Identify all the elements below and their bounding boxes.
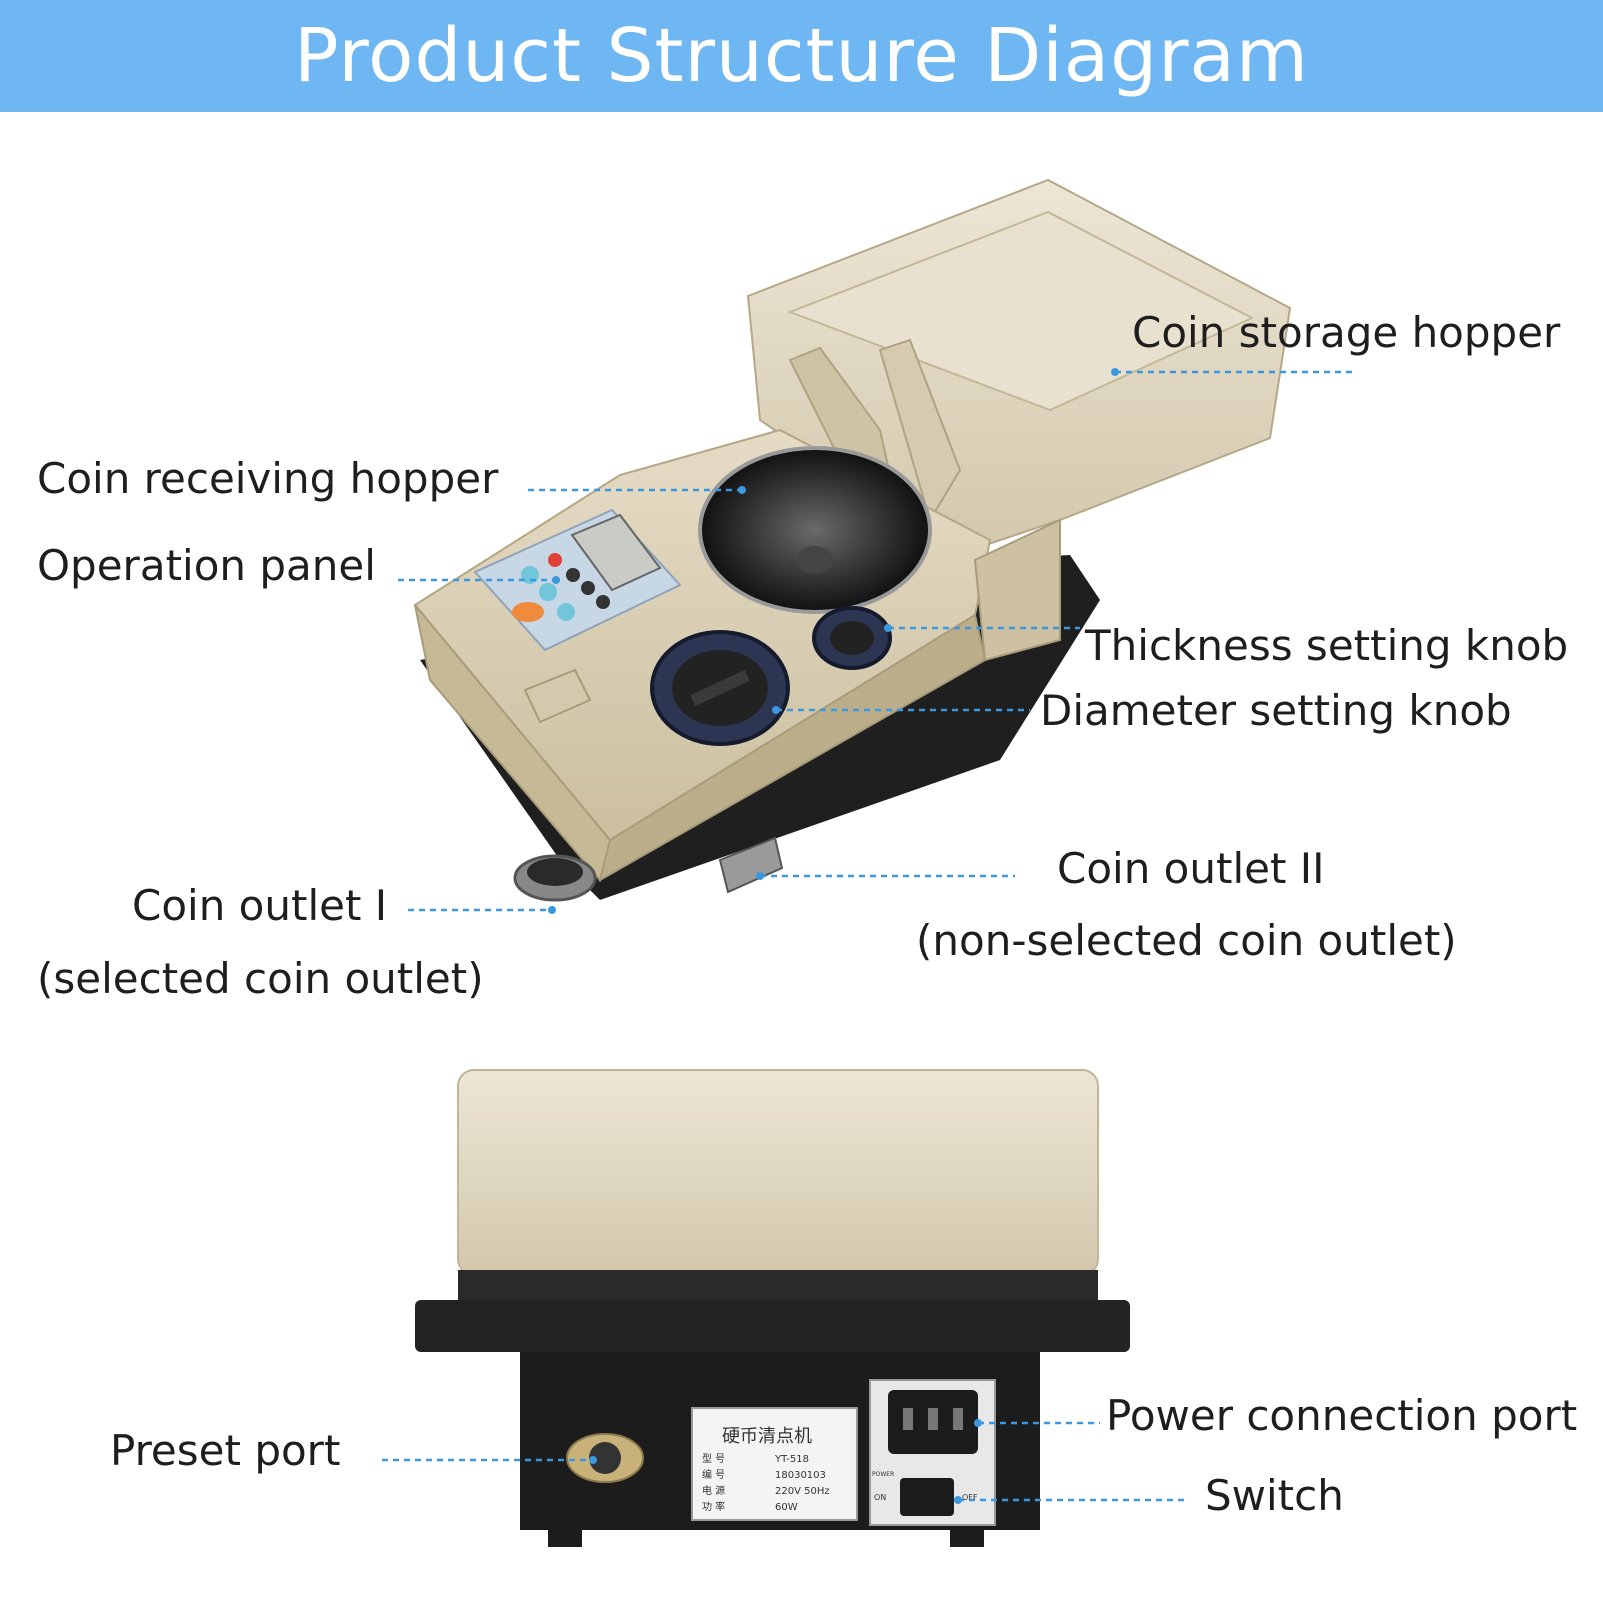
device-label-row-1-val: YT-518	[774, 1454, 809, 1465]
device-marking-text: 硬币清点机 型 号 YT-518 编 号 18030103 电 源 220V 5…	[702, 1426, 978, 1513]
switch-on-mark: ON	[874, 1493, 886, 1502]
label-coin-outlet-1: Coin outlet I	[132, 881, 388, 930]
coin-counter-top-view	[413, 178, 1292, 902]
header-banner: Product Structure Diagram	[0, 0, 1603, 112]
label-coin-outlet-2-sub: (non-selected coin outlet)	[916, 916, 1457, 965]
device-label-row-3-val: 220V 50Hz	[775, 1486, 830, 1497]
lcd-display	[570, 513, 662, 592]
device-label-row-4-key: 功 率	[702, 1500, 725, 1513]
label-preset-port: Preset port	[110, 1426, 341, 1475]
label-operation-panel: Operation panel	[37, 541, 376, 590]
device-label-title: 硬币清点机	[722, 1426, 812, 1447]
coin-counter-rear-view	[415, 1069, 1130, 1547]
label-switch: Switch	[1205, 1471, 1344, 1520]
leader-dots	[548, 368, 1119, 1504]
label-coin-receiving-hopper: Coin receiving hopper	[37, 454, 499, 503]
page-title: Product Structure Diagram	[294, 13, 1309, 99]
rear-label-plate	[691, 1407, 858, 1521]
label-coin-storage-hopper: Coin storage hopper	[1132, 308, 1561, 357]
device-label-row-1-key: 型 号	[702, 1452, 725, 1465]
label-coin-outlet-1-sub: (selected coin outlet)	[37, 954, 484, 1003]
switch-power-mark: POWER	[872, 1471, 894, 1478]
coin-receiving-bowl	[698, 446, 932, 614]
device-label-row-2-val: 18030103	[775, 1470, 826, 1481]
label-power-connection-port: Power connection port	[1106, 1391, 1578, 1440]
label-coin-outlet-2: Coin outlet II	[1057, 844, 1325, 893]
label-thickness-setting-knob: Thickness setting knob	[1085, 621, 1569, 670]
device-label-row-4-val: 60W	[775, 1502, 798, 1513]
device-label-row-2-key: 编 号	[702, 1468, 725, 1481]
label-diameter-setting-knob: Diameter setting knob	[1040, 686, 1512, 735]
device-label-row-3-key: 电 源	[702, 1484, 725, 1497]
leader-lines	[382, 370, 1355, 1502]
coin-outlet-2-art	[718, 836, 784, 894]
rocker-switch-art	[900, 1478, 954, 1516]
switch-off-mark: OFF	[962, 1493, 978, 1502]
